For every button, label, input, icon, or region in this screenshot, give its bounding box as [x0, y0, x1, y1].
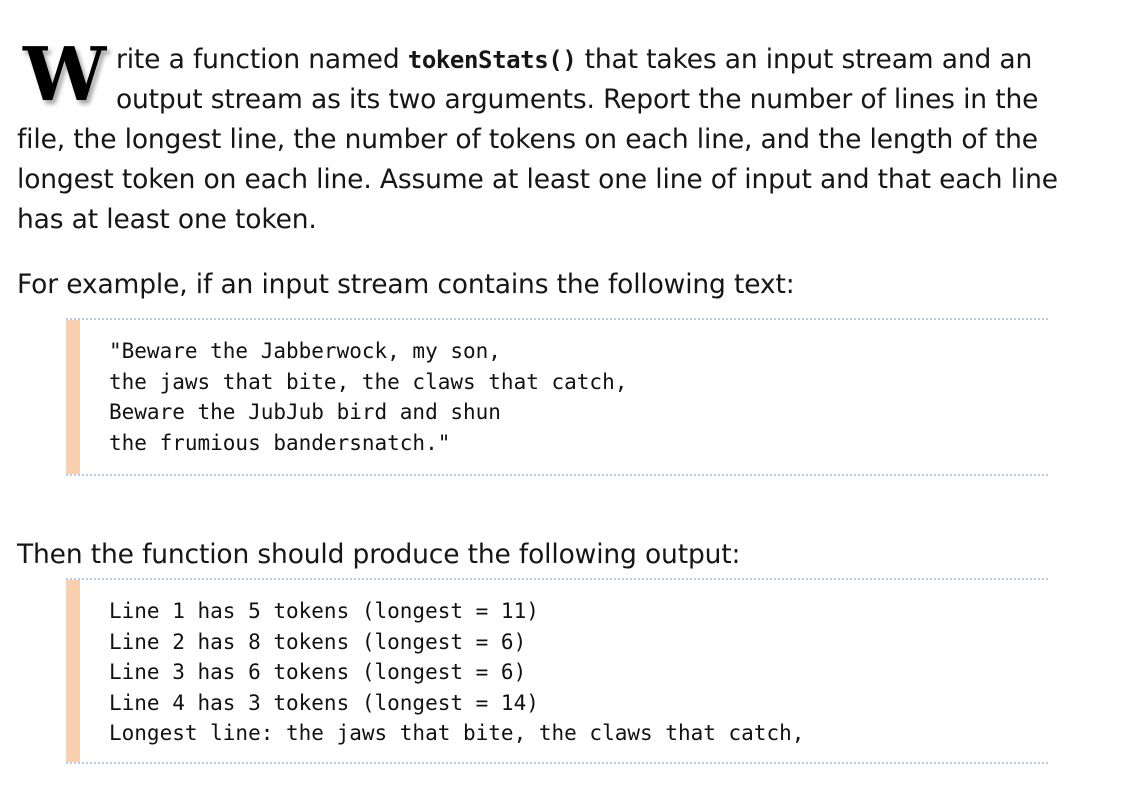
intro-text-before-code: rite a function named [115, 43, 408, 75]
code-block-expected-output: Line 1 has 5 tokens (longest = 11) Line … [66, 578, 1048, 764]
intro-text-after-code: that takes an input stream and an output… [17, 43, 1058, 235]
code-accent-bar [66, 320, 80, 474]
code-text-input-stream: "Beware the Jabberwock, my son, the jaws… [109, 339, 628, 455]
drop-cap-letter: W [23, 31, 106, 118]
code-block-input-stream: "Beware the Jabberwock, my son, the jaws… [66, 318, 1048, 476]
output-intro-paragraph: Then the function should produce the fol… [17, 538, 741, 570]
code-accent-bar [66, 580, 80, 762]
code-text-expected-output: Line 1 has 5 tokens (longest = 11) Line … [109, 599, 805, 745]
function-name-inline-code: tokenStats() [407, 45, 577, 74]
example-intro-paragraph: For example, if an input stream contains… [17, 268, 795, 300]
